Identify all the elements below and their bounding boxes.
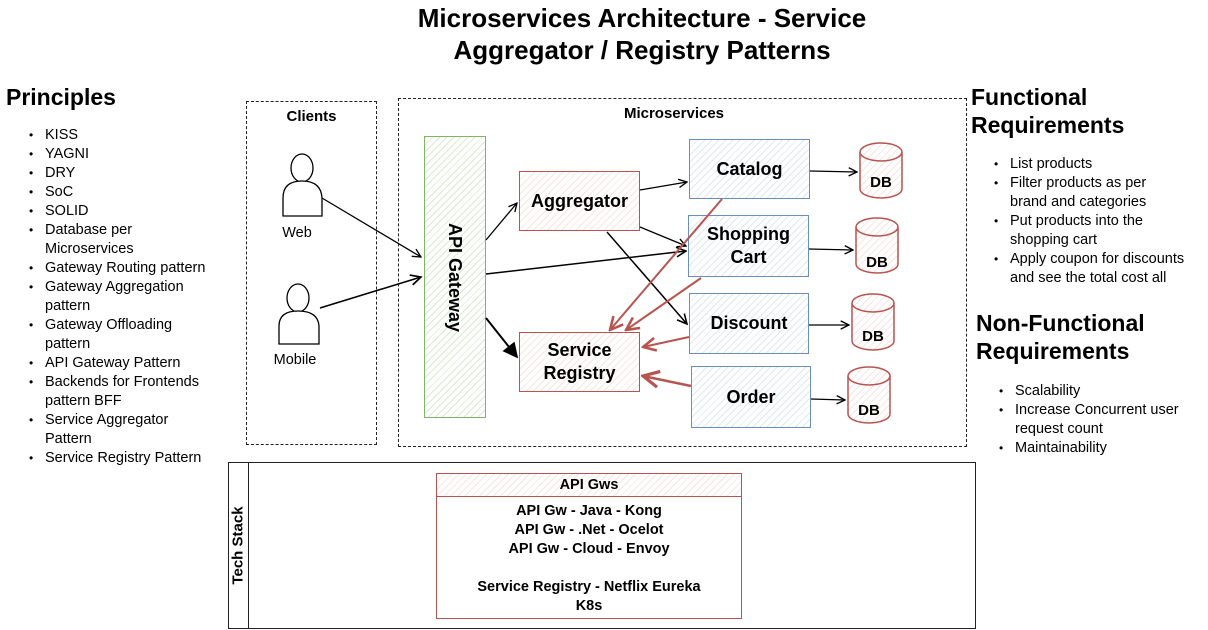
microservices-container bbox=[398, 98, 967, 447]
order-db-label: DB bbox=[858, 402, 880, 419]
mobile-to-gateway-arrow bbox=[319, 277, 421, 309]
catalog-to-db-arrow bbox=[809, 171, 857, 172]
non-functional-item: Increase Concurrent user request count bbox=[999, 401, 1205, 439]
api-gws-box: API Gws API Gw - Java - Kong API Gw - .N… bbox=[436, 473, 742, 619]
shopping-cart-label-line-1: Shopping bbox=[707, 224, 790, 244]
principle-item: Gateway Aggregation pattern bbox=[29, 278, 215, 316]
tech-stack-container bbox=[228, 462, 976, 629]
shopping-cart-to-registry-arrow bbox=[626, 277, 702, 330]
principles-list: KISS YAGNI DRY SoC SOLID Database per Mi… bbox=[29, 126, 235, 468]
diagram-title: Microservices Architecture - Service Agg… bbox=[300, 2, 984, 66]
catalog-to-registry-arrow bbox=[610, 198, 723, 330]
principle-item: Backends for Frontends pattern BFF bbox=[29, 373, 225, 411]
api-gateway-node[interactable]: API Gateway bbox=[424, 136, 486, 418]
aggregator-to-shopping-cart-arrow bbox=[639, 226, 686, 246]
principle-item: Service Registry Pattern bbox=[29, 449, 235, 468]
shopping-cart-db-icon[interactable] bbox=[855, 217, 899, 274]
tech-line: Service Registry - Netflix Eureka bbox=[477, 579, 701, 595]
mobile-client-label: Mobile bbox=[273, 352, 317, 368]
principle-item: Gateway Offloading pattern bbox=[29, 316, 215, 354]
order-service-node[interactable]: Order bbox=[691, 366, 811, 428]
functional-item: Put products into the shopping cart bbox=[994, 212, 1175, 250]
principle-item: SOLID bbox=[29, 202, 235, 221]
tech-line: API Gw - .Net - Ocelot bbox=[514, 522, 664, 538]
shopping-cart-service-node[interactable]: Shopping Cart bbox=[688, 215, 809, 277]
tech-stack-label-wrap: Tech Stack bbox=[228, 462, 248, 629]
mobile-user-icon bbox=[278, 283, 320, 345]
tech-line: K8s bbox=[575, 598, 603, 614]
aggregator-to-discount-arrow bbox=[606, 231, 687, 324]
aggregator-label: Aggregator bbox=[530, 190, 628, 211]
web-to-gateway-arrow bbox=[321, 197, 421, 257]
shopping-cart-label-line-2: Cart bbox=[730, 247, 767, 267]
non-functional-heading-line-2: Requirements bbox=[976, 338, 1130, 364]
order-to-registry-arrow bbox=[643, 376, 692, 386]
catalog-db-icon[interactable] bbox=[859, 142, 903, 199]
catalog-label: Catalog bbox=[716, 158, 783, 179]
principle-item: SoC bbox=[29, 183, 235, 202]
principle-item: API Gateway Pattern bbox=[29, 354, 235, 373]
functional-heading-line-2: Requirements bbox=[971, 112, 1125, 138]
gateway-to-service-registry-arrow bbox=[485, 317, 517, 357]
gateway-to-aggregator-arrow bbox=[485, 203, 517, 241]
functional-item: List products bbox=[994, 155, 1208, 174]
discount-to-registry-arrow bbox=[643, 336, 690, 347]
principle-item: Service Aggregator Pattern bbox=[29, 411, 195, 449]
functional-item: Filter products as per brand and categor… bbox=[994, 174, 1180, 212]
principle-item: Database per Microservices bbox=[29, 221, 165, 259]
non-functional-requirements-list: Scalability Increase Concurrent user req… bbox=[999, 382, 1208, 458]
web-client-label: Web bbox=[282, 225, 312, 241]
web-user-icon bbox=[282, 153, 323, 217]
aggregator-to-catalog-arrow bbox=[639, 182, 687, 191]
clients-label: Clients bbox=[286, 108, 337, 125]
service-registry-node[interactable]: Service Registry bbox=[519, 332, 640, 392]
diagram-title-line-1: Microservices Architecture - Service bbox=[417, 3, 867, 33]
aggregator-node[interactable]: Aggregator bbox=[519, 171, 640, 231]
functional-heading-line-1: Functional bbox=[971, 84, 1088, 110]
shopping-cart-db-label: DB bbox=[866, 254, 888, 271]
non-functional-item: Scalability bbox=[999, 382, 1208, 401]
discount-label: Discount bbox=[710, 313, 788, 333]
non-functional-item: Maintainability bbox=[999, 439, 1208, 458]
principles-heading: Principles bbox=[6, 84, 116, 110]
principle-item: DRY bbox=[29, 164, 235, 183]
non-functional-requirements-heading: Non-Functional Requirements bbox=[976, 309, 1145, 365]
service-registry-label-line-2: Registry bbox=[543, 363, 616, 383]
clients-container bbox=[246, 101, 377, 445]
discount-service-node[interactable]: Discount bbox=[689, 293, 809, 354]
discount-db-icon[interactable] bbox=[851, 293, 895, 351]
discount-db-label: DB bbox=[862, 328, 884, 345]
gateway-to-shopping-cart-arrow bbox=[485, 251, 686, 275]
tech-line bbox=[437, 559, 741, 578]
tech-line: API Gw - Cloud - Envoy bbox=[508, 541, 670, 557]
api-gws-header: API Gws bbox=[437, 474, 741, 497]
functional-requirements-heading: Functional Requirements bbox=[971, 83, 1124, 139]
diagram-title-line-2: Aggregator / Registry Patterns bbox=[453, 35, 831, 65]
functional-requirements-list: List products Filter products as per bra… bbox=[994, 155, 1208, 288]
order-to-db-arrow bbox=[810, 399, 845, 400]
functional-item: Apply coupon for discounts and see the t… bbox=[994, 250, 1208, 288]
catalog-db-label: DB bbox=[870, 174, 892, 191]
principle-item: Gateway Routing pattern bbox=[29, 259, 235, 278]
tech-line: API Gw - Java - Kong bbox=[516, 503, 662, 519]
catalog-service-node[interactable]: Catalog bbox=[689, 139, 810, 199]
shopping-cart-to-db-arrow bbox=[808, 249, 853, 250]
principle-item: KISS bbox=[29, 126, 235, 145]
principle-item: YAGNI bbox=[29, 145, 235, 164]
service-registry-label-line-1: Service bbox=[547, 340, 612, 360]
tech-stack-label: Tech Stack bbox=[229, 506, 247, 585]
microservices-label: Microservices bbox=[623, 105, 725, 122]
non-functional-heading-line-1: Non-Functional bbox=[976, 310, 1145, 336]
tech-stack-divider bbox=[248, 462, 249, 629]
order-label: Order bbox=[726, 386, 776, 407]
order-db-icon[interactable] bbox=[847, 366, 891, 424]
